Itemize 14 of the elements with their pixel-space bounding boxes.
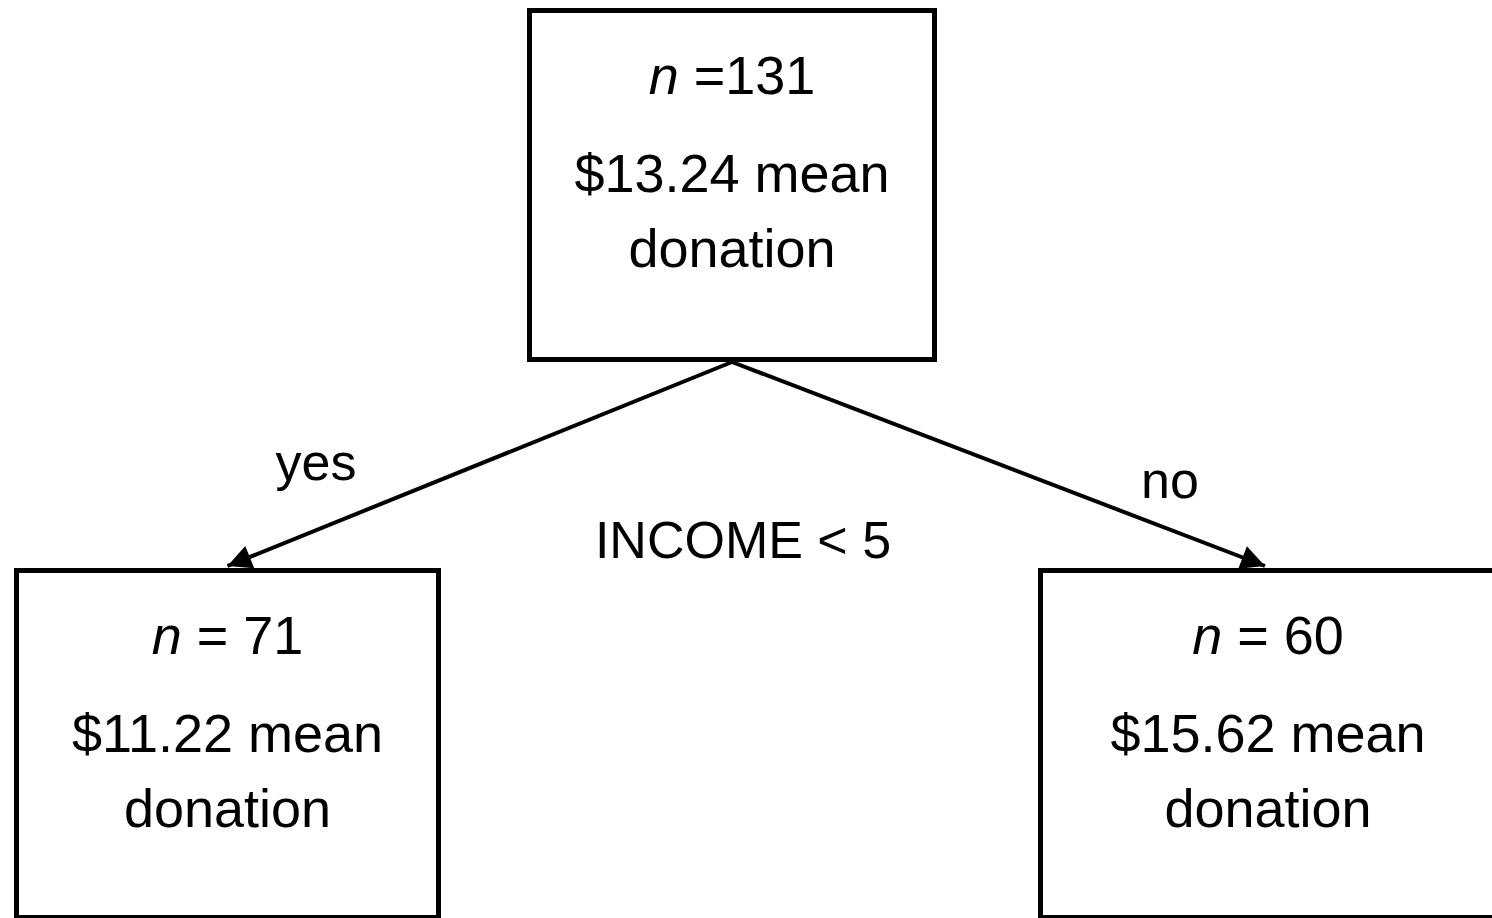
arrow [226, 360, 733, 569]
edge-label: yes [275, 432, 357, 492]
mean-donation-text: $13.24 mean donation [573, 141, 891, 281]
node-box [14, 568, 441, 918]
sample-size-text: n =131 [648, 44, 816, 107]
mean-donation-text: $11.22 mean donation [70, 701, 385, 841]
mean-donation-text: $15.62 mean donation [1109, 701, 1427, 841]
split-condition-label: INCOME < 5 [594, 510, 892, 570]
sample-size-text: n = 71 [151, 604, 304, 667]
arrow [731, 360, 1266, 569]
node-box [1038, 568, 1492, 918]
sample-size-text: n = 60 [1192, 604, 1344, 667]
edge-label: no [1141, 450, 1199, 510]
node-box [527, 8, 937, 362]
